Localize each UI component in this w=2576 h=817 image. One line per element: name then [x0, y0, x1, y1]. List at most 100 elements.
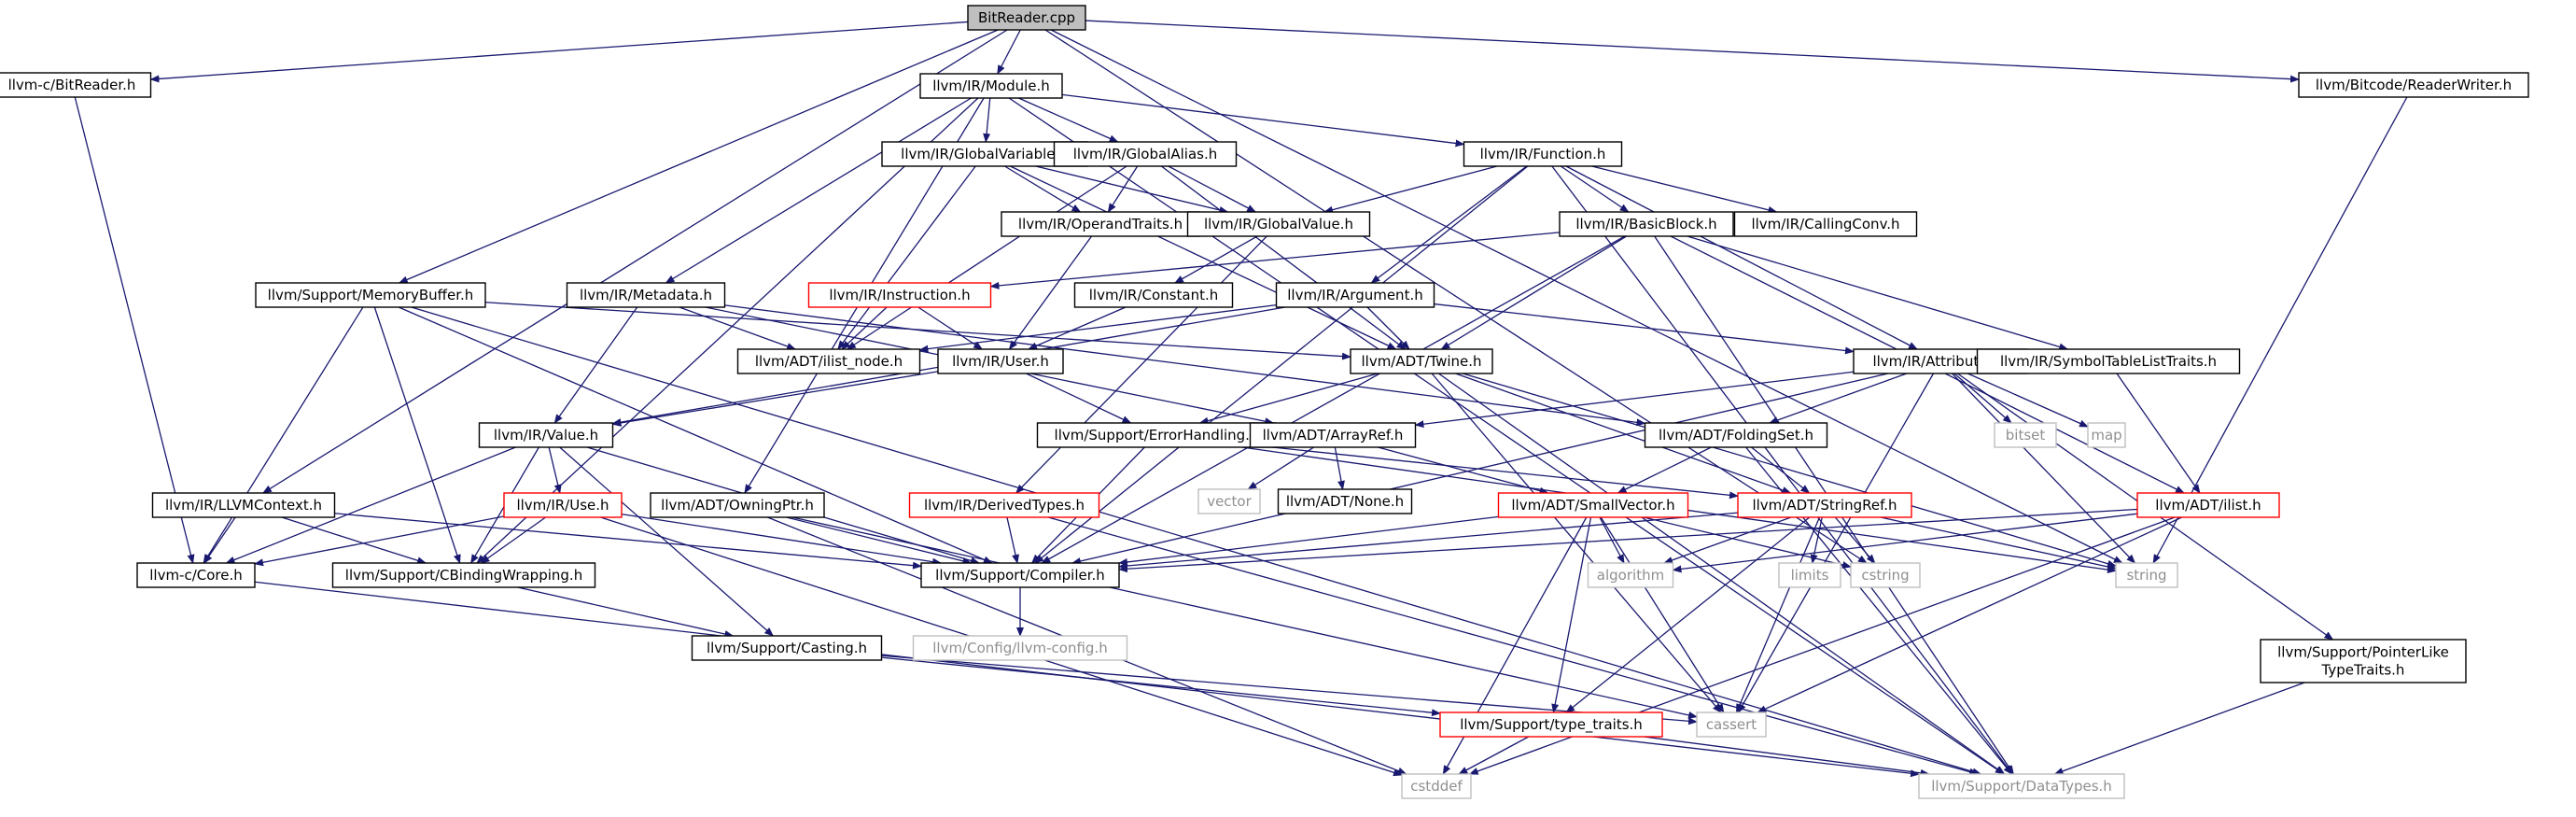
node-ilist-node[interactable]: llvm/ADT/ilist_node.h [736, 348, 921, 374]
node-derived-types[interactable]: llvm/IR/DerivedTypes.h [908, 492, 1100, 518]
edge-arrayRef-to-smallVector [1378, 446, 1549, 495]
dependency-edge [1323, 165, 1498, 214]
dependency-edge [1663, 516, 1792, 564]
node-label: llvm/IR/Use.h [516, 497, 609, 514]
node-box [919, 73, 1063, 99]
node-value[interactable]: llvm/IR/Value.h [478, 422, 614, 448]
dependency-edge [918, 303, 1277, 353]
node-box [2260, 639, 2467, 683]
dependency-edge [398, 29, 999, 284]
dependency-edge [1687, 235, 2069, 351]
node-module[interactable]: llvm/IR/Module.h [919, 73, 1063, 99]
node-user[interactable]: llvm/IR/User.h [937, 348, 1064, 374]
dependency-edge [1834, 516, 1876, 564]
node-function[interactable]: llvm/IR/Function.h [1463, 141, 1623, 167]
node-label: llvm/ADT/ilist.h [2155, 497, 2261, 514]
node-reader-writer[interactable]: llvm/Bitcode/ReaderWriter.h [2298, 72, 2529, 98]
node-box [650, 492, 825, 518]
dependency-edge [1174, 235, 1258, 284]
node-label: llvm/Config/llvm-config.h [932, 640, 1107, 656]
node-none[interactable]: llvm/ADT/None.h [1277, 488, 1413, 514]
node-box [331, 562, 596, 588]
edge-globalAlias-to-globalValue [1168, 165, 1257, 213]
edge-basicBlock-to-twine [1440, 235, 1628, 350]
edge-stringRef-to-algorithm [1663, 516, 1792, 564]
node-c-bit-reader[interactable]: llvm-c/BitReader.h [0, 72, 152, 98]
edge-root-to-string [1050, 29, 2123, 564]
node-root[interactable]: BitReader.cpp [967, 5, 1086, 31]
node-box [691, 635, 883, 661]
dependency-edge [1006, 516, 1019, 564]
edge-instruction-to-ilistNode [841, 306, 888, 350]
node-label: llvm/ADT/ilist_node.h [755, 353, 903, 371]
node-small-vector[interactable]: llvm/ADT/SmallVector.h [1497, 492, 1689, 518]
dependency-edge [559, 446, 775, 637]
dependency-edge [262, 29, 1008, 494]
edge-twine-to-errorHandling [1198, 373, 1379, 425]
node-memory-buffer[interactable]: llvm/Support/MemoryBuffer.h [255, 282, 486, 308]
node-ilist[interactable]: llvm/ADT/ilist.h [2136, 492, 2280, 518]
node-label: algorithm [1597, 567, 1664, 584]
node-casting[interactable]: llvm/Support/Casting.h [691, 635, 883, 661]
node-label: llvm-c/BitReader.h [8, 77, 136, 93]
node-global-variable[interactable]: llvm/IR/GlobalVariable.h [881, 141, 1088, 167]
node-label: llvm/IR/Attributes.h [1872, 353, 2008, 370]
dependency-edge [1198, 373, 1379, 425]
node-data-types: llvm/Support/DataTypes.h [1918, 773, 2125, 799]
dependency-edge [837, 165, 976, 350]
dependency-edge [847, 165, 1127, 350]
node-compiler[interactable]: llvm/Support/Compiler.h [920, 562, 1120, 588]
node-box [1737, 492, 1912, 518]
edge-basicBlock-to-compiler [1041, 235, 1626, 564]
dependency-edge [1118, 512, 1739, 570]
node-global-value[interactable]: llvm/IR/GlobalValue.h [1186, 211, 1371, 237]
edge-metadata-to-value [553, 306, 638, 424]
edge-globalValue-to-derivedTypes [1015, 235, 1267, 494]
edges-layer [74, 20, 2408, 778]
node-map: map [2087, 422, 2126, 448]
node-label: string [2126, 567, 2166, 584]
edge-stringRef-to-string [1880, 516, 2117, 570]
node-string-ref[interactable]: llvm/ADT/StringRef.h [1737, 492, 1912, 518]
node-label: cstddef [1410, 778, 1463, 795]
node-instruction[interactable]: llvm/IR/Instruction.h [807, 282, 992, 308]
edge-attributes-to-arrayRef [1414, 371, 1855, 429]
edge-module-to-globalVariable [983, 97, 991, 143]
node-box [1559, 211, 1734, 237]
node-box [136, 562, 256, 588]
node-type-traits[interactable]: llvm/Support/type_traits.h [1439, 711, 1663, 738]
node-symbol-table[interactable]: llvm/IR/SymbolTableListTraits.h [1976, 348, 2241, 374]
node-owning-ptr[interactable]: llvm/ADT/OwningPtr.h [650, 492, 825, 518]
node-box [1001, 211, 1200, 237]
node-c-binding-wrapping[interactable]: llvm/Support/CBindingWrapping.h [331, 562, 596, 588]
node-argument[interactable]: llvm/IR/Argument.h [1275, 282, 1435, 308]
node-string: string [2115, 562, 2178, 588]
edge-root-to-readerWriter [1085, 20, 2300, 83]
node-metadata[interactable]: llvm/IR/Metadata.h [566, 282, 726, 308]
dependency-edge [665, 97, 972, 284]
node-error-handling[interactable]: llvm/Support/ErrorHandling.h [1036, 422, 1277, 448]
node-label: llvm/IR/BasicBlock.h [1575, 216, 1716, 232]
node-box [1073, 282, 1234, 308]
node-constant[interactable]: llvm/IR/Constant.h [1073, 282, 1234, 308]
dependency-edge [398, 306, 993, 564]
node-calling-conv[interactable]: llvm/IR/CallingConv.h [1733, 211, 1918, 237]
node-box [920, 562, 1120, 588]
node-global-alias[interactable]: llvm/IR/GlobalAlias.h [1053, 141, 1238, 167]
node-array-ref[interactable]: llvm/ADT/ArrayRef.h [1249, 422, 1417, 448]
dependency-edge [1160, 165, 1407, 350]
node-box [1439, 711, 1663, 738]
node-llvm-context[interactable]: llvm/IR/LLVMContext.h [151, 492, 336, 518]
node-basic-block[interactable]: llvm/IR/BasicBlock.h [1559, 211, 1734, 237]
node-folding-set[interactable]: llvm/ADT/FoldingSet.h [1644, 422, 1828, 448]
edge-attributes-to-map [1967, 373, 2089, 428]
dependency-edge [1028, 306, 1127, 350]
dependency-edge [149, 21, 969, 83]
dependency-edge [1551, 165, 2013, 775]
node-c-core[interactable]: llvm-c/Core.h [136, 562, 256, 588]
node-operand-traits[interactable]: llvm/IR/OperandTraits.h [1001, 211, 1200, 237]
node-twine[interactable]: llvm/ADT/Twine.h [1350, 348, 1493, 374]
edge-cBitReader-to-cCore [74, 96, 195, 564]
node-use[interactable]: llvm/IR/Use.h [503, 492, 623, 518]
